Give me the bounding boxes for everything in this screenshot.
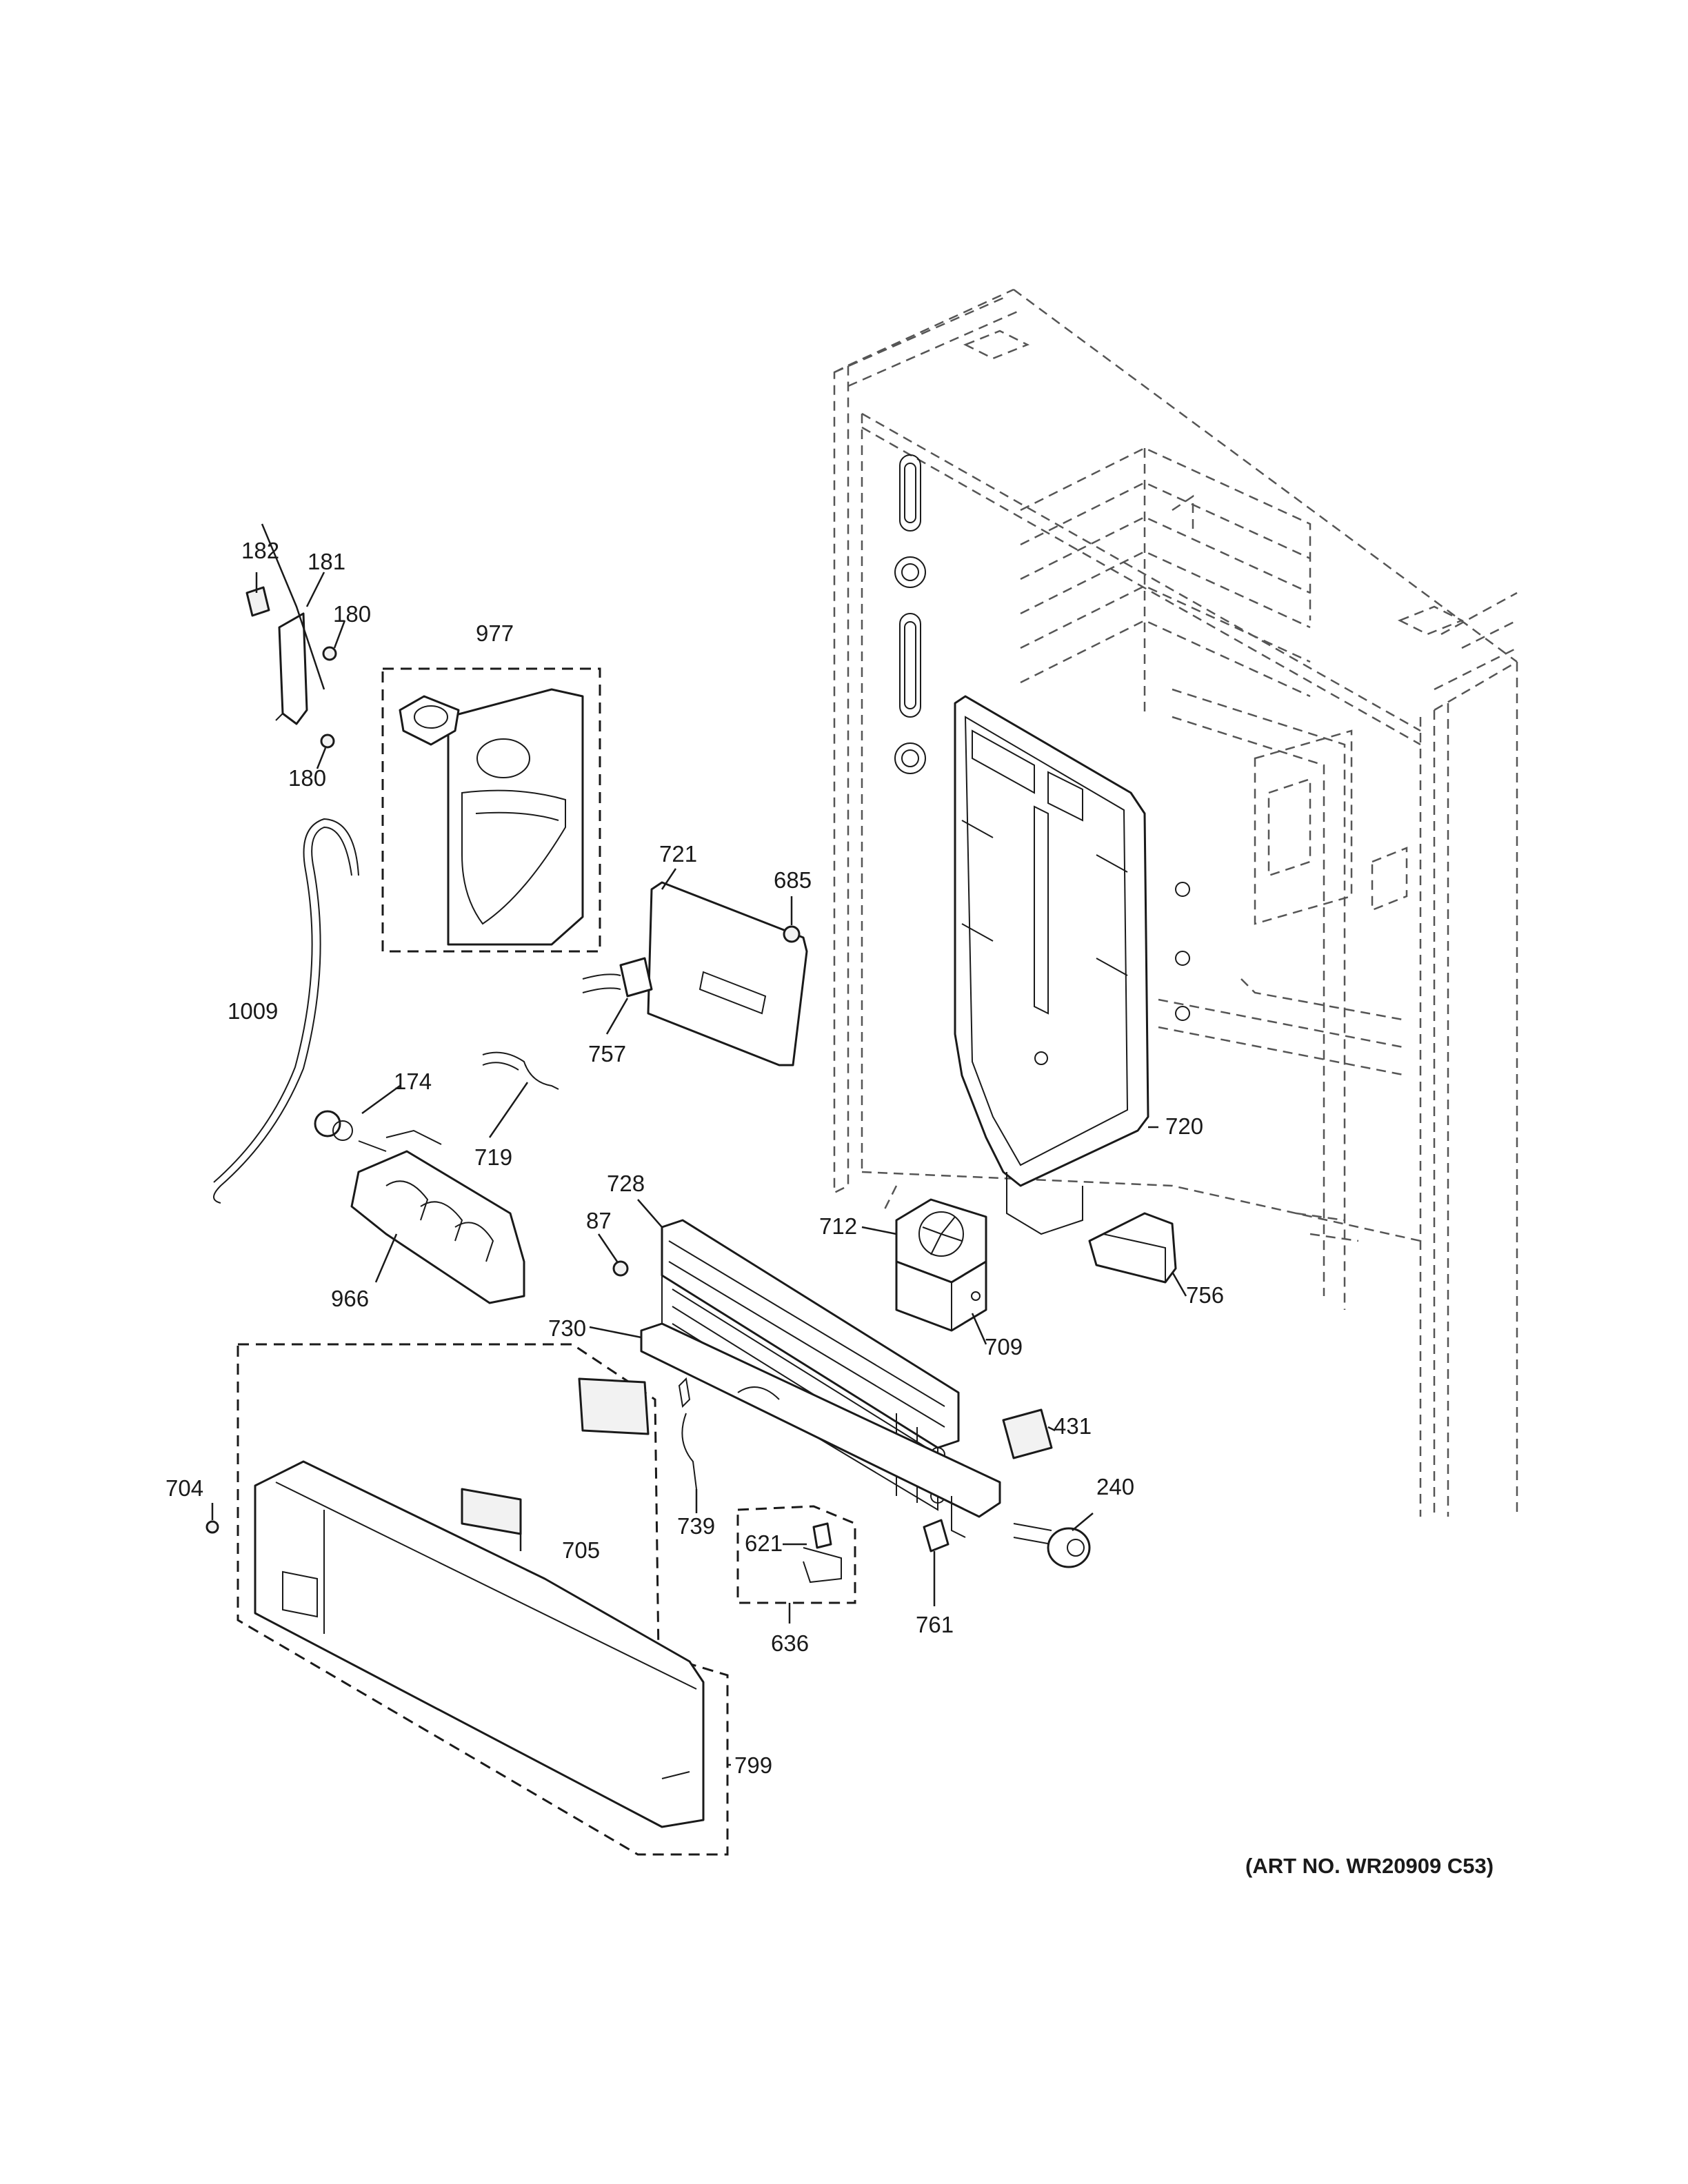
heater-clip-761 <box>923 1519 950 1553</box>
callout-761: 761 <box>916 1612 954 1637</box>
clip-kit-636 <box>736 1505 856 1604</box>
callout-180-upper: 180 <box>333 601 371 627</box>
refrigerator-cabinet-outline <box>833 288 1518 1517</box>
callout-174: 174 <box>394 1069 432 1094</box>
cabinet-port-openings <box>894 454 1190 1021</box>
screw-87 <box>612 1260 629 1277</box>
callout-431: 431 <box>1054 1413 1092 1439</box>
callout-621: 621 <box>745 1530 783 1556</box>
callout-685: 685 <box>774 867 812 893</box>
callout-180-lower: 180 <box>288 765 326 791</box>
art-number: (ART NO. WR20909 C53) <box>1245 1854 1494 1878</box>
trim-721 <box>647 881 808 1066</box>
defrost-thermostat-240 <box>1013 1523 1091 1568</box>
callout-636: 636 <box>771 1630 809 1656</box>
callout-720: 720 <box>1165 1113 1203 1139</box>
leader-lines <box>211 523 1187 1766</box>
fan-motor-assembly-712 <box>895 1198 987 1332</box>
screw-180-upper <box>322 646 337 661</box>
callout-966: 966 <box>331 1286 369 1311</box>
screw-685 <box>783 925 801 943</box>
water-reservoir-966 <box>350 1129 525 1304</box>
switch-182 <box>245 586 270 617</box>
callout-756: 756 <box>1186 1282 1224 1308</box>
callout-182: 182 <box>241 538 279 563</box>
pad-431 <box>1002 1408 1053 1459</box>
callout-799: 799 <box>734 1752 772 1778</box>
tube-719 <box>482 1051 559 1090</box>
dispenser-panel-kit-977 <box>381 667 601 953</box>
callout-704: 704 <box>165 1475 203 1501</box>
callout-730: 730 <box>548 1315 586 1341</box>
tubing-1009 <box>213 818 359 1204</box>
duct-cover-756 <box>1088 1212 1177 1284</box>
callout-labels: 182 181 180 180 977 721 685 1009 757 174… <box>165 538 1494 1878</box>
callout-719: 719 <box>474 1144 512 1170</box>
callout-705: 705 <box>562 1537 600 1563</box>
callout-240: 240 <box>1096 1474 1134 1499</box>
wire-connector-757 <box>582 957 653 998</box>
callout-757: 757 <box>588 1041 626 1066</box>
screw-704 <box>205 1520 219 1534</box>
callout-977: 977 <box>476 620 514 646</box>
base-assembly-kit-799 <box>237 1343 729 1856</box>
callout-721: 721 <box>659 841 697 867</box>
bracket-181 <box>275 612 308 725</box>
callout-739: 739 <box>677 1513 715 1539</box>
callout-728: 728 <box>607 1171 645 1196</box>
wire-harness-739 <box>678 1377 697 1490</box>
callout-709: 709 <box>985 1334 1023 1359</box>
evaporator-cover-720 <box>954 695 1149 1235</box>
callout-87: 87 <box>586 1208 612 1233</box>
drain-pan-730 <box>640 1322 1001 1538</box>
screw-180-lower <box>320 734 335 749</box>
callout-712: 712 <box>819 1213 857 1239</box>
callout-181: 181 <box>308 549 345 574</box>
callout-1009: 1009 <box>228 998 278 1024</box>
fitting-174 <box>314 1110 387 1152</box>
